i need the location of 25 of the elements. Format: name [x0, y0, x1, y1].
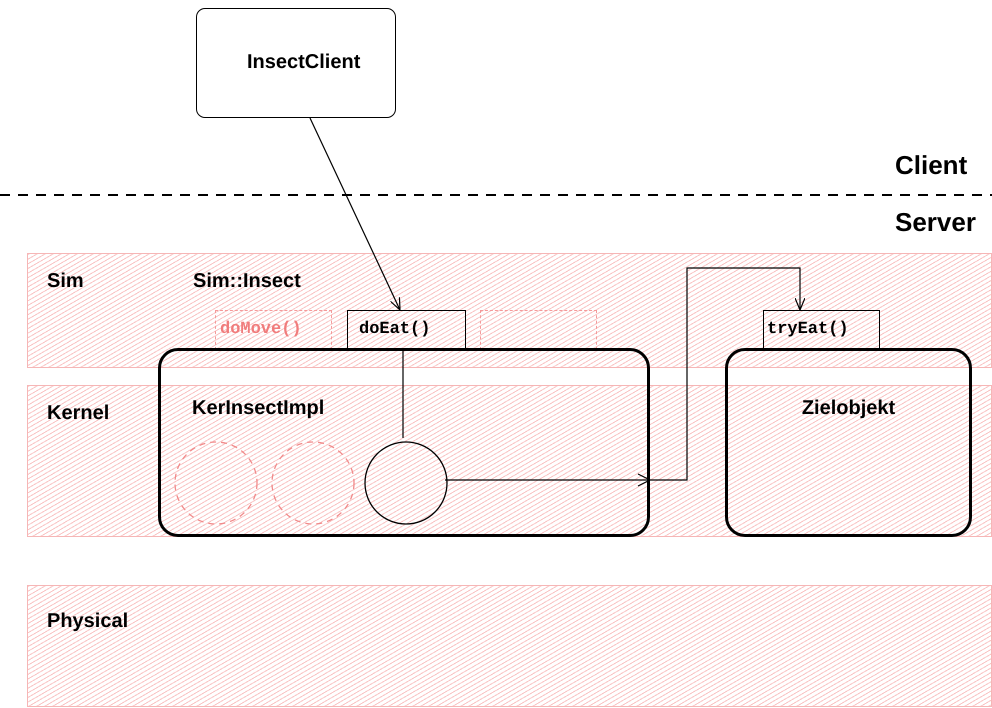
connector-line	[402, 350, 404, 438]
client-name: InsectClient	[247, 51, 360, 74]
method-circle	[364, 441, 448, 525]
client-box	[196, 8, 396, 118]
class-label: Sim::Insect	[193, 270, 301, 293]
layer-label: Physical	[47, 610, 128, 633]
side-label: Server	[895, 207, 976, 238]
method-name: doMove()	[220, 320, 302, 339]
placeholder-circle	[271, 441, 355, 525]
object-box	[158, 348, 650, 537]
side-label: Client	[895, 150, 968, 181]
arrow	[309, 118, 401, 311]
method-box	[347, 310, 466, 350]
placeholder-box	[480, 310, 597, 350]
placeholder-circle	[174, 441, 258, 525]
method-box	[763, 310, 880, 350]
object-name: Zielobjekt	[800, 397, 896, 420]
object-box	[725, 348, 972, 537]
object-name: KerInsectImpl	[192, 397, 324, 420]
method-name: doEat()	[359, 320, 430, 339]
layer-label: Kernel	[47, 402, 110, 425]
arrow	[445, 267, 806, 487]
method-name: tryEat()	[767, 320, 849, 339]
layer-label: Sim	[47, 270, 84, 293]
method-box	[215, 310, 332, 350]
